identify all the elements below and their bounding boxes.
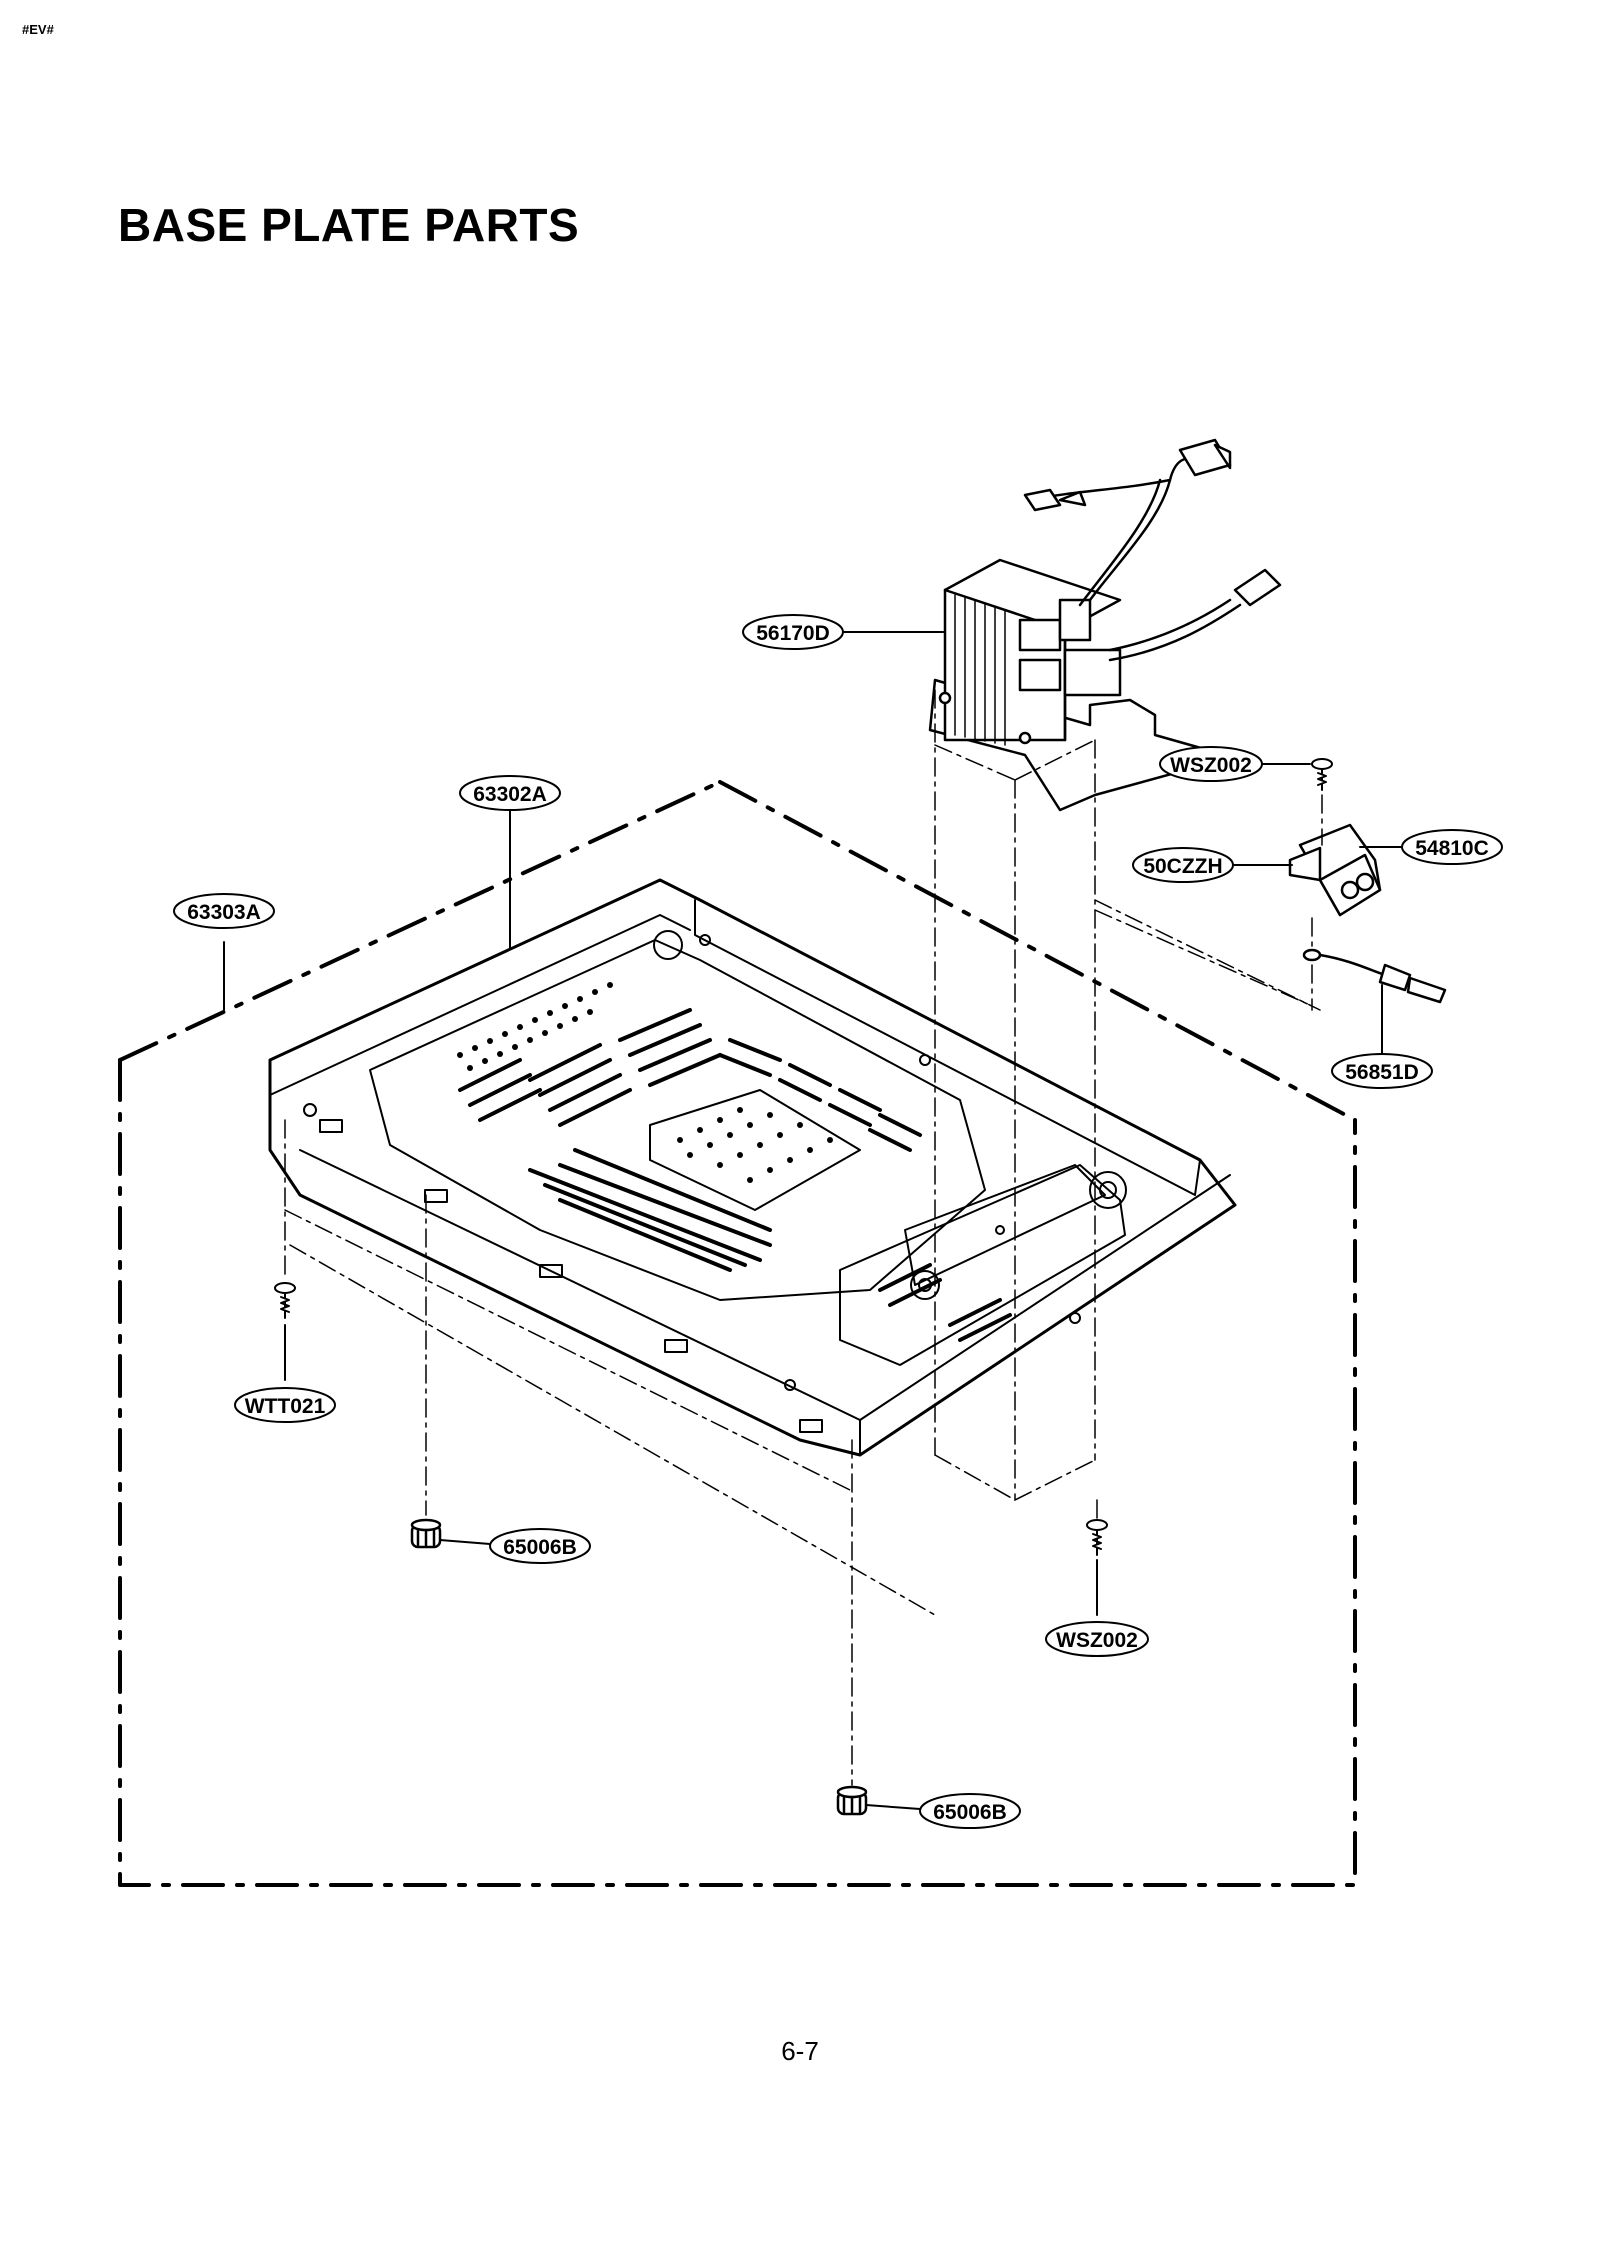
- ground-wire: [1302, 948, 1447, 1004]
- callout-50CZZH: 50CZZH: [1132, 847, 1234, 883]
- callout-56851D: 56851D: [1331, 1053, 1433, 1089]
- callout-label: 56851D: [1345, 1061, 1419, 1084]
- callout-WSZ002-top: WSZ002: [1159, 746, 1263, 782]
- corner-tag: #EV#: [22, 22, 54, 37]
- callout-label: 63302A: [473, 783, 547, 806]
- callout-label: WTT021: [245, 1395, 326, 1418]
- page-number: 6-7: [781, 2036, 819, 2066]
- leader-lines: [223, 631, 1404, 1810]
- foot-1: [410, 1518, 442, 1549]
- callout-label: 50CZZH: [1143, 855, 1222, 878]
- power-outlet: [1288, 823, 1382, 917]
- callout-65006B-left: 65006B: [489, 1528, 591, 1564]
- vent-slots: [458, 1008, 1012, 1342]
- callout-label: WSZ002: [1170, 754, 1252, 777]
- page-title: BASE PLATE PARTS: [118, 199, 580, 251]
- base-plate-detail: [269, 899, 1231, 1456]
- callout-63303A: 63303A: [173, 893, 275, 929]
- callout-label: 65006B: [933, 1801, 1007, 1824]
- screw-top: [1311, 758, 1333, 791]
- callout-54810C: 54810C: [1401, 829, 1503, 865]
- vent-holes: [457, 982, 833, 1183]
- callout-WSZ002-bottom: WSZ002: [1045, 1621, 1149, 1657]
- screw-bottom: [1086, 1519, 1108, 1556]
- callout-65006B-bottom: 65006B: [919, 1793, 1021, 1829]
- assembly-boundary: [118, 780, 1357, 1887]
- callout-label: 63303A: [187, 901, 261, 924]
- screw-left: [274, 1282, 296, 1319]
- callout-label: 56170D: [756, 622, 830, 645]
- callout-label: WSZ002: [1056, 1629, 1138, 1652]
- callout-56170D: 56170D: [742, 614, 844, 650]
- callout-label: 54810C: [1415, 837, 1489, 860]
- projection-lines: [284, 689, 1323, 1786]
- callout-WTT021: WTT021: [234, 1387, 336, 1423]
- transformer: [928, 438, 1282, 812]
- callout-label: 65006B: [503, 1536, 577, 1559]
- foot-2: [836, 1785, 868, 1816]
- transformer-core-lines: [954, 594, 1006, 746]
- callout-63302A: 63302A: [459, 775, 561, 811]
